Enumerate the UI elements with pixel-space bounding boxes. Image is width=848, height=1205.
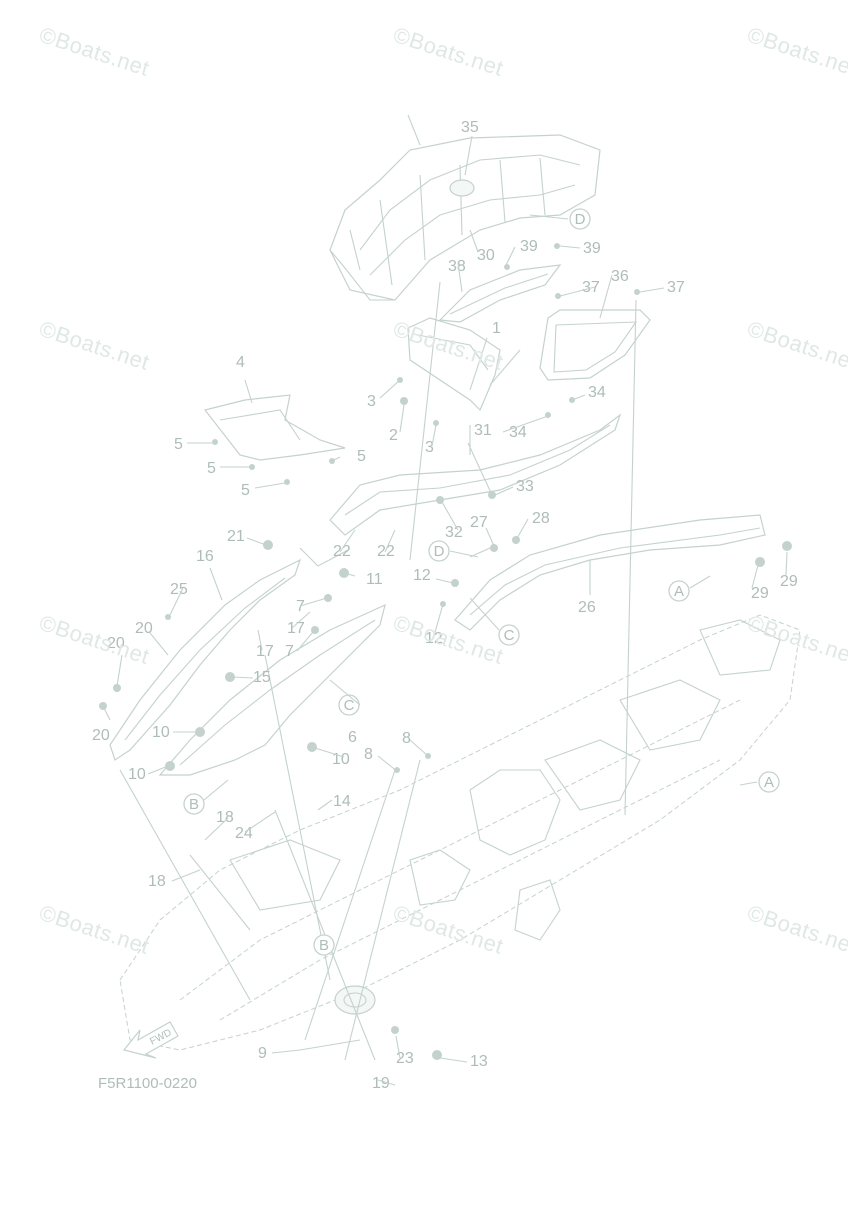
callout-label: 7 [296, 598, 305, 615]
callout-label: 1 [492, 320, 501, 337]
callout-label: 37 [667, 279, 685, 296]
callout-label: 14 [333, 793, 351, 810]
svg-text:D: D [575, 211, 586, 228]
callout-label: 5 [174, 436, 183, 453]
callout-label: 19 [372, 1075, 390, 1092]
cover-38 [438, 264, 562, 323]
svg-text:A: A [674, 583, 684, 600]
callout-label: 7 [285, 643, 294, 660]
callout-label: 22 [333, 543, 351, 560]
figure-code: F5R1100-0220 [98, 1075, 197, 1092]
svg-text:A: A [764, 774, 774, 791]
callout-label: 28 [532, 510, 550, 527]
cover-1 [407, 317, 501, 412]
callout-label: 12 [413, 567, 431, 584]
svg-text:B: B [189, 796, 199, 813]
callout-label: 3 [425, 439, 434, 456]
callout-label: 20 [107, 635, 125, 652]
callout-label: 17 [287, 620, 305, 637]
callout-label: 33 [516, 478, 534, 495]
callout-label: 29 [780, 573, 798, 590]
reference-markers: D D C C A A B B [183, 208, 780, 956]
callout-label: 30 [477, 247, 495, 264]
callout-label: 17 [256, 643, 274, 660]
callout-label: 9 [258, 1045, 267, 1062]
callout-label: 18 [216, 809, 234, 826]
callout-label: 31 [474, 422, 492, 439]
ref-marker-d: D [428, 540, 450, 562]
ref-marker-b: B [313, 934, 335, 956]
callout-label: 36 [611, 268, 629, 285]
callout-label: 32 [445, 524, 463, 541]
callout-label: 5 [207, 460, 216, 477]
callout-label: 5 [357, 448, 366, 465]
rail-26 [454, 514, 766, 631]
seat-base-frame [329, 114, 601, 301]
callout-label: 29 [751, 585, 769, 602]
side-panel-16 [109, 558, 302, 761]
panel-4 [203, 394, 346, 461]
fwd-arrow-icon: FWD [122, 1021, 179, 1059]
callout-label: 20 [92, 727, 110, 744]
callout-label: 8 [402, 730, 411, 747]
ref-marker-d: D [569, 208, 591, 230]
ref-marker-a: A [758, 771, 780, 793]
callout-label: 5 [241, 482, 250, 499]
callout-label: 12 [425, 630, 443, 647]
callout-label: 6 [348, 729, 357, 746]
callout-label: 2 [389, 427, 398, 444]
callout-label: 23 [396, 1050, 414, 1067]
callout-label: 13 [470, 1053, 488, 1070]
hull-body [119, 614, 801, 1051]
ref-marker-c: C [498, 624, 520, 646]
callout-label: 10 [152, 724, 170, 741]
callout-label: 34 [588, 384, 606, 401]
svg-text:C: C [344, 697, 355, 714]
svg-text:B: B [319, 937, 329, 954]
callout-label: 25 [170, 581, 188, 598]
callout-label: 39 [583, 240, 601, 257]
rail-31 [329, 413, 622, 536]
callout-numbers: 1 2 3 3 4 5 5 5 5 6 7 7 8 8 9 10 10 10 1… [92, 119, 798, 1092]
callout-label: 11 [366, 571, 383, 588]
ref-marker-a: A [668, 580, 690, 602]
callout-label: 22 [377, 543, 395, 560]
callout-label: 8 [364, 746, 373, 763]
ref-marker-b: B [183, 793, 205, 815]
callout-label: 35 [461, 119, 479, 136]
callout-label: 15 [253, 669, 271, 686]
callout-label: 3 [367, 393, 376, 410]
callout-leaders [102, 135, 788, 1086]
window-36 [539, 309, 651, 381]
ref-marker-c: C [338, 694, 360, 716]
callout-label: 18 [148, 873, 166, 890]
svg-text:D: D [434, 543, 445, 560]
leader-lines [119, 281, 637, 1061]
callout-label: 20 [135, 620, 153, 637]
callout-label: 10 [128, 766, 146, 783]
svg-text:C: C [504, 627, 515, 644]
callout-label: 24 [235, 825, 253, 842]
callout-label: 4 [236, 354, 245, 371]
callout-label: 27 [470, 514, 488, 531]
callout-label: 21 [227, 528, 245, 545]
callout-label: 26 [578, 599, 596, 616]
callout-label: 38 [448, 258, 466, 275]
callout-label: 16 [196, 548, 214, 565]
callout-label: 39 [520, 238, 538, 255]
callout-label: 10 [332, 751, 350, 768]
